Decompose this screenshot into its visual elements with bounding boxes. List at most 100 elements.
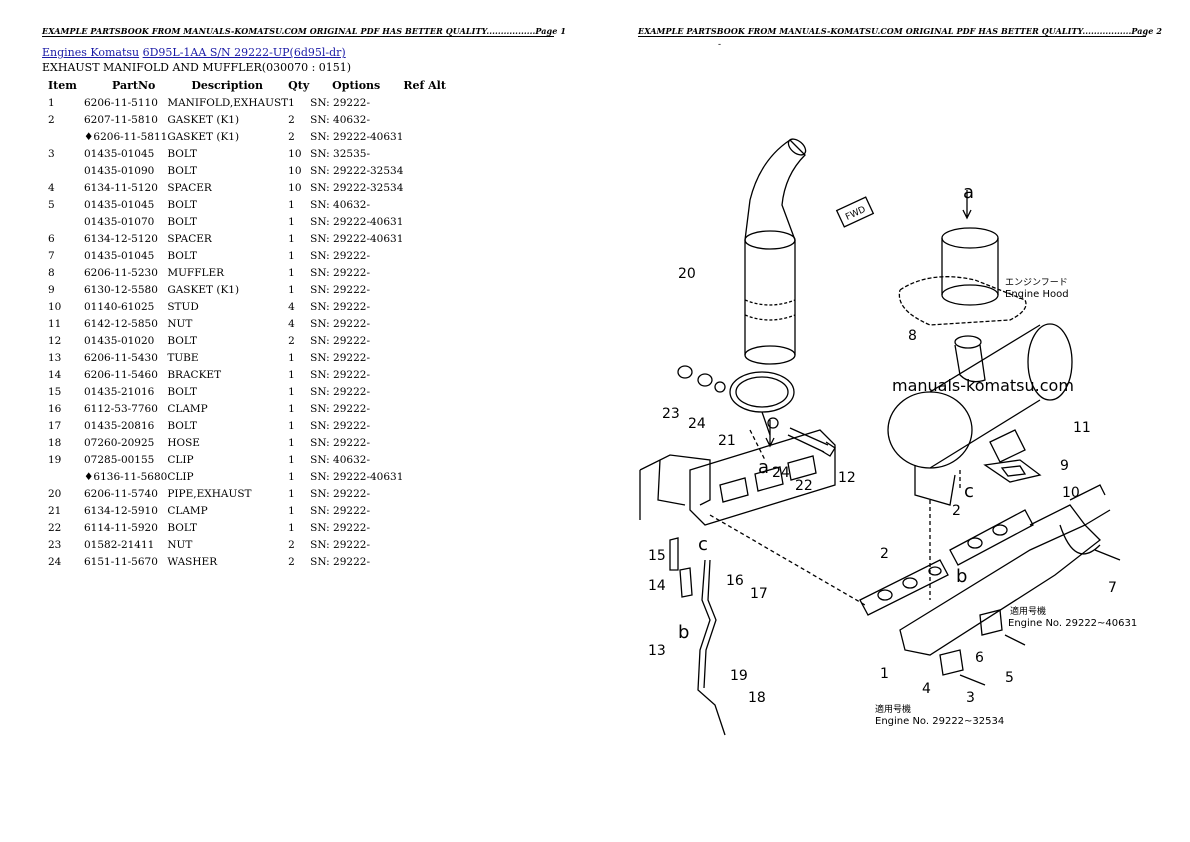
cell-options: SN: 29222- xyxy=(310,334,371,347)
cell-item: 3 xyxy=(48,147,55,160)
cell-partno: 01435-01045 xyxy=(84,249,155,262)
col-header-options: Options xyxy=(332,78,381,92)
cell-partno: 6206-11-5740 xyxy=(84,487,158,500)
cell-partno: 6134-11-5120 xyxy=(84,181,158,194)
cell-qty: 1 xyxy=(288,266,295,279)
bolts-drawing xyxy=(959,549,1121,686)
cell-qty: 1 xyxy=(288,521,295,534)
cell-description: GASKET (K1) xyxy=(167,283,240,296)
cell-item: 15 xyxy=(48,385,62,398)
cell-item: 22 xyxy=(48,521,62,534)
cell-options: SN: 29222-40631 xyxy=(310,215,404,228)
callout-9: 9 xyxy=(1060,458,1069,474)
callout-6: 6 xyxy=(975,650,984,666)
cell-qty: 1 xyxy=(288,419,295,432)
callout-4: 4 xyxy=(922,681,931,697)
letter-c-left: c xyxy=(698,534,708,555)
cell-description: MANIFOLD,EXHAUST xyxy=(167,96,289,109)
cell-partno: 6206-11-5110 xyxy=(84,96,158,109)
cell-description: MUFFLER xyxy=(167,266,225,279)
cell-description: BOLT xyxy=(167,521,197,534)
table-header-row: Item PartNo Description Qty Options Ref … xyxy=(42,76,463,94)
breadcrumb-link-model[interactable]: 6D95L-1AA S/N 29222-UP(6d95l-dr) xyxy=(142,46,346,59)
cell-item: 10 xyxy=(48,300,62,313)
cell-options: SN: 40632- xyxy=(310,113,371,126)
hood-label-en: Engine Hood xyxy=(1005,289,1069,300)
watermark-text: manuals-komatsu.com xyxy=(892,376,1074,395)
cell-options: SN: 29222- xyxy=(310,249,371,262)
cell-item: 5 xyxy=(48,198,55,211)
cell-options: SN: 29222- xyxy=(310,521,371,534)
cell-description: NUT xyxy=(167,317,193,330)
cell-options: SN: 29222-32534 xyxy=(310,181,404,194)
cell-description: BOLT xyxy=(167,385,197,398)
cell-partno: 01435-01070 xyxy=(84,215,155,228)
cell-item xyxy=(42,213,84,230)
cell-partno: ♦6206-11-5811 xyxy=(84,130,168,143)
cell-options: SN: 29222- xyxy=(310,266,371,279)
callout-20: 20 xyxy=(678,266,696,282)
cell-partno: ♦6136-11-5680 xyxy=(84,470,168,483)
cell-qty: 2 xyxy=(288,113,295,126)
callout-17: 17 xyxy=(750,586,768,602)
cell-item: 14 xyxy=(48,368,62,381)
callout-1: 1 xyxy=(880,666,889,682)
letter-b-left: b xyxy=(678,622,689,643)
cell-description: CLAMP xyxy=(167,402,208,415)
cell-options: SN: 29222- xyxy=(310,96,371,109)
col-header-partno: PartNo xyxy=(112,78,156,92)
cell-description: TUBE xyxy=(167,351,199,364)
muffler-drawing xyxy=(887,323,1073,506)
parts-table: Item PartNo Description Qty Options Ref … xyxy=(42,76,463,570)
cell-options: SN: 29222-40631 xyxy=(310,470,404,483)
page-header-right: EXAMPLE PARTSBOOK FROM MANUALS-KOMATSU.C… xyxy=(638,26,1162,36)
cell-description: GASKET (K1) xyxy=(167,130,240,143)
cell-options: SN: 29222- xyxy=(310,436,371,449)
cell-partno: 01435-01045 xyxy=(84,147,155,160)
letter-a-lower: a xyxy=(758,457,769,478)
cell-description: CLIP xyxy=(167,470,194,483)
arrow-a xyxy=(962,190,972,220)
cell-options: SN: 32535- xyxy=(310,147,371,160)
cell-qty: 2 xyxy=(288,555,295,568)
cell-item xyxy=(42,162,84,179)
callout-16: 16 xyxy=(726,573,744,589)
cell-description: PIPE,EXHAUST xyxy=(167,487,252,500)
header-rule-left xyxy=(42,36,554,37)
cell-partno: 07260-20925 xyxy=(84,436,155,449)
cell-qty: 1 xyxy=(288,504,295,517)
letter-c-right: c xyxy=(964,481,974,502)
cell-item: 21 xyxy=(48,504,62,517)
cell-qty: 1 xyxy=(288,470,295,483)
cell-partno: 6142-12-5850 xyxy=(84,317,158,330)
arrow-a-lower xyxy=(765,420,775,448)
cell-partno: 01435-01045 xyxy=(84,198,155,211)
cell-item xyxy=(42,468,84,485)
cell-description: BOLT xyxy=(167,334,197,347)
cell-options: SN: 29222- xyxy=(310,283,371,296)
cell-qty: 1 xyxy=(288,385,295,398)
cell-item: 19 xyxy=(48,453,62,466)
cell-options: SN: 29222- xyxy=(310,538,371,551)
header-rule-right xyxy=(638,36,1146,37)
cell-partno: 01140-61025 xyxy=(84,300,155,313)
note2-en: Engine No. 29222~32534 xyxy=(875,716,1004,727)
callout-21: 21 xyxy=(718,433,736,449)
cell-description: STUD xyxy=(167,300,199,313)
callout-2b: 2 xyxy=(952,503,961,519)
cell-options: SN: 29222- xyxy=(310,555,371,568)
cell-options: SN: 29222- xyxy=(310,402,371,415)
cell-options: SN: 29222- xyxy=(310,385,371,398)
cell-qty: 1 xyxy=(288,368,295,381)
breadcrumb-link-engines[interactable]: Engines Komatsu xyxy=(42,46,140,59)
cell-item: 18 xyxy=(48,436,62,449)
